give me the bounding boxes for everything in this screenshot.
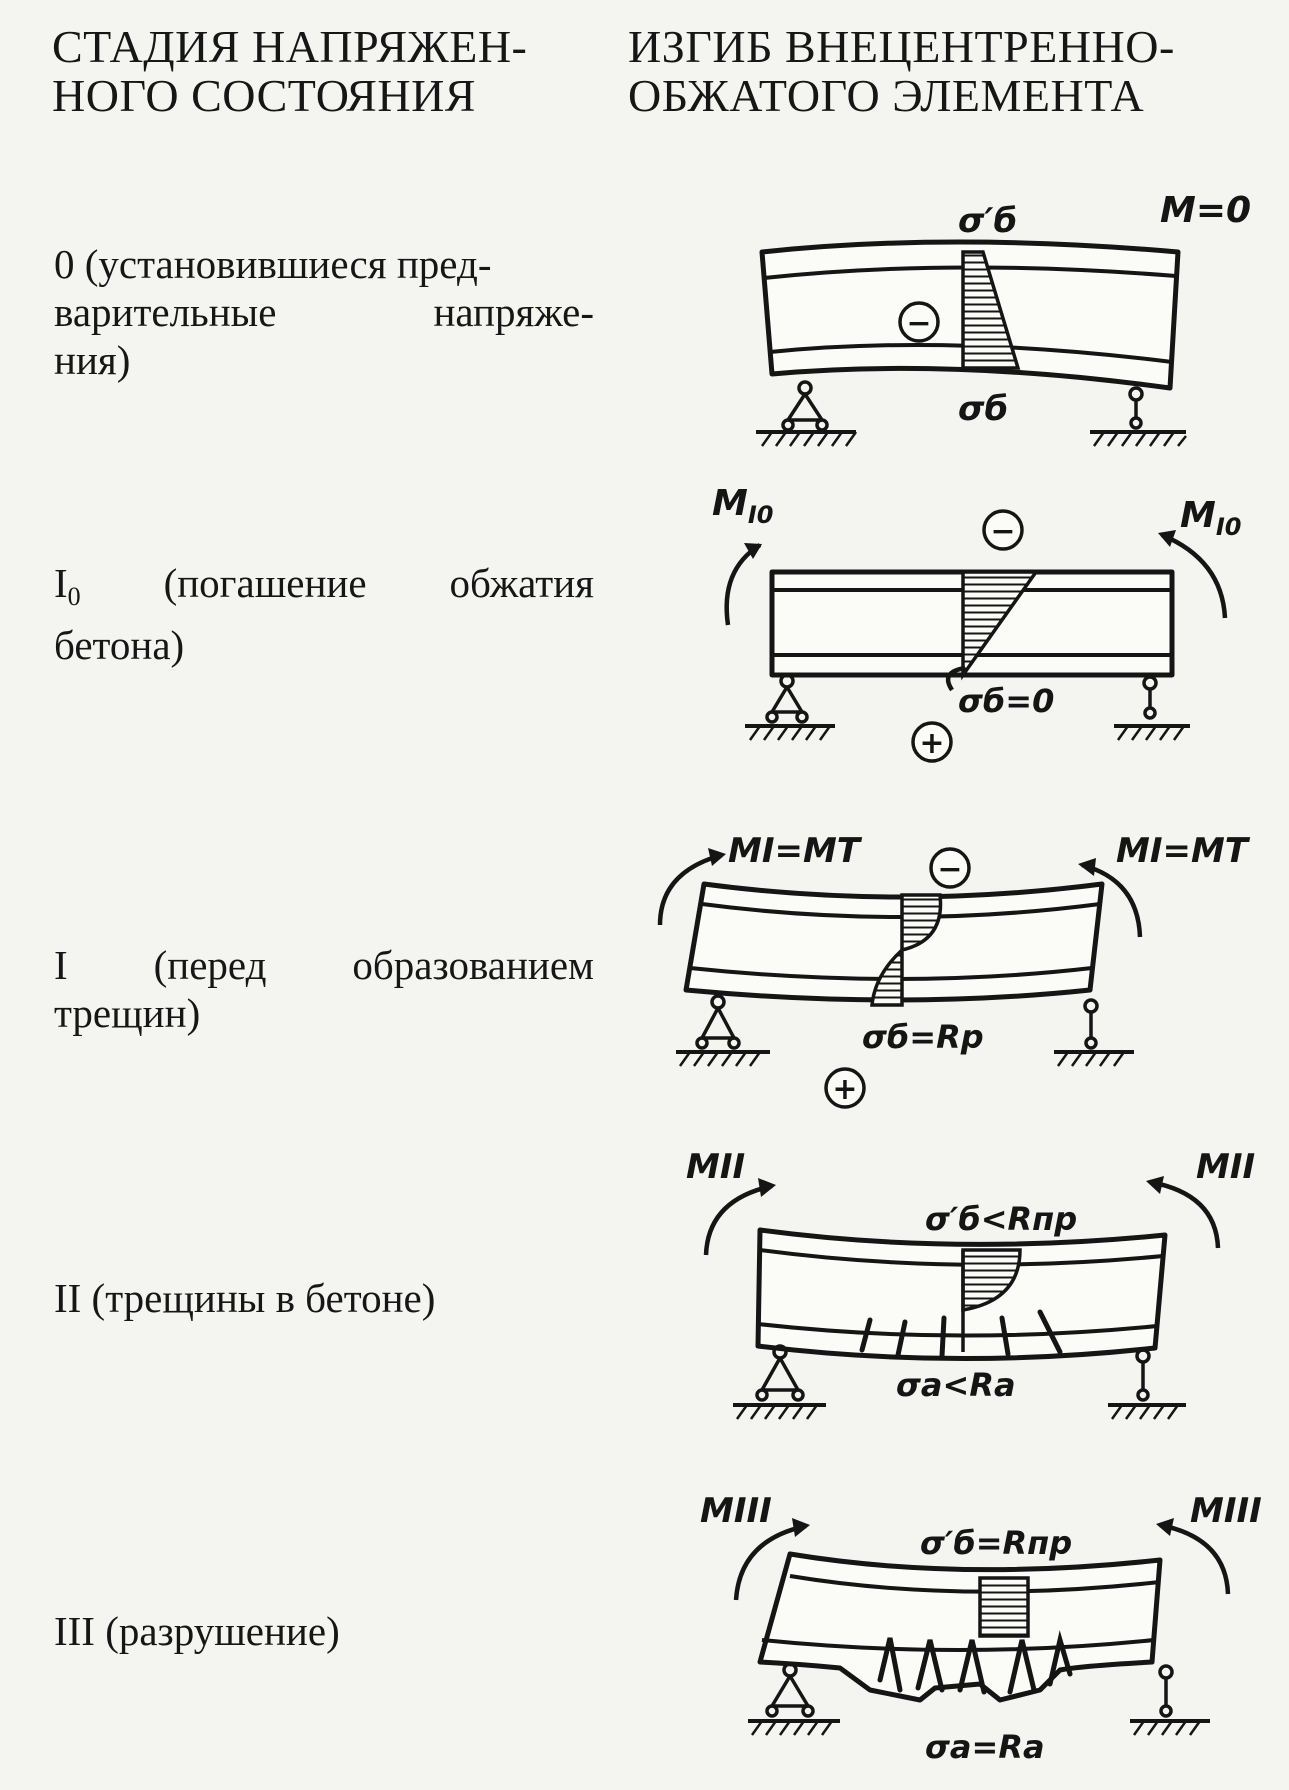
- stage-i-bottom-stress: σб=Rp: [862, 1018, 984, 1056]
- stage-ii-label: II (трещины в бетоне): [54, 1274, 594, 1322]
- stage-i-moment-right: MI=MT: [1116, 831, 1251, 871]
- stage-0-bottom-rebar: [769, 342, 1173, 364]
- stage-0-label-line-1: 0 (установившиеся пред-: [54, 241, 492, 287]
- stage-i-label-line-2: трещин): [54, 990, 201, 1036]
- stage-iii-bottom-stress: σa=Ra: [925, 1728, 1045, 1766]
- stage-0-stress-diagram: [961, 250, 1021, 370]
- stage-i0-numeral: I: [54, 560, 68, 606]
- stage-0-bottom-stress: σб: [958, 389, 1008, 429]
- stage-i0-arrow-right: [1161, 532, 1228, 619]
- stage-i0-stress-diagram: [961, 570, 1040, 681]
- stage-i0-label-line-2: бетона): [54, 622, 185, 668]
- stage-ii-top-stress: σ′б<Rпр: [925, 1200, 1077, 1238]
- stage-iii-moment-left: MIII: [700, 1491, 772, 1531]
- stage-i-moment-left: MI=MT: [728, 831, 863, 871]
- stage-ii-right-support: [1108, 1348, 1186, 1420]
- stage-iii-stress-diagram: [978, 1576, 1030, 1638]
- stage-i-arrow-left: [657, 852, 723, 926]
- stage-0-top-stress: σ′б: [958, 201, 1017, 241]
- stage-i-sign-plus-text: +: [832, 1072, 857, 1107]
- stage-ii-moment-left: MII: [686, 1147, 745, 1187]
- stage-i0-label-text: (погашение обжатия: [80, 560, 594, 606]
- stage-0-sign-minus-text: −: [906, 306, 931, 341]
- stage-ii-cracks: [859, 1309, 1063, 1359]
- stage-iii-label-line-1: III (разрушение): [54, 1608, 340, 1654]
- stage-iii-cracks: [877, 1630, 1073, 1695]
- stage-i0-label-line-1: I0 (погашение обжатия: [54, 559, 594, 621]
- stage-0-top-rebar: [763, 265, 1177, 280]
- stage-0-left-support: [756, 380, 858, 447]
- stage-0-right-support: [1090, 386, 1187, 447]
- stage-0-label-line-3: ния): [54, 337, 131, 383]
- stage-0-moment: M=0: [1160, 190, 1251, 231]
- header-left-line-1: СТАДИЯ НАПРЯЖЕН-: [52, 21, 528, 72]
- stage-i-label: I (перед образованием трещин): [54, 941, 594, 1037]
- stage-i0-moment-left: MI0: [712, 483, 773, 529]
- stage-0-label-line-2: варительные напряже-: [54, 289, 594, 335]
- stage-ii-label-line-1: II (трещины в бетоне): [54, 1275, 436, 1321]
- stage-i0-numeral-sub: 0: [67, 582, 81, 611]
- header-left-line-2: НОГО СОСТОЯНИЯ: [52, 70, 476, 121]
- stage-i0-bottom-stress: σб=0: [958, 682, 1054, 720]
- stage-iii-arrow-left: [733, 1523, 807, 1601]
- stage-i-sign-plus: [824, 1067, 866, 1109]
- stage-i0-sign-plus-text: +: [919, 726, 944, 761]
- stage-i0-arrow-left: [724, 543, 762, 626]
- stage-i0-moment-right: MI0: [1180, 495, 1241, 541]
- stage-iii-diagram: σ′б=Rпр σa=Ra MIII MIII: [700, 1491, 1262, 1766]
- stage-iii-label: III (разрушение): [54, 1607, 594, 1655]
- header-left: СТАДИЯ НАПРЯЖЕН- НОГО СОСТОЯНИЯ: [52, 22, 527, 120]
- stage-ii-diagram: σ′б<Rпр σa<Ra MII MII: [686, 1147, 1255, 1420]
- stage-i0-sign-minus-text: −: [990, 514, 1015, 549]
- stage-iii-bottom-rebar: [761, 1638, 1155, 1652]
- stage-ii-bottom-stress: σa<Ra: [896, 1366, 1016, 1404]
- header-right: ИЗГИБ ВНЕЦЕНТРЕННО- ОБЖАТОГО ЭЛЕМЕНТА: [628, 22, 1175, 120]
- stage-iii-top-rebar: [789, 1574, 1161, 1594]
- stage-iii-top-stress: σ′б=Rпр: [920, 1524, 1072, 1562]
- stage-i0-right-support: [1114, 675, 1190, 741]
- stage-i-sign-minus: [929, 847, 971, 889]
- stage-ii-moment-right: MII: [1196, 1147, 1255, 1187]
- header-right-line-1: ИЗГИБ ВНЕЦЕНТРЕННО-: [628, 21, 1175, 72]
- stage-0-label: 0 (установившиеся пред- варительные напр…: [54, 240, 594, 384]
- stage-ii-stress-diagram: [961, 1248, 1022, 1313]
- stage-iii-right-support: [1130, 1664, 1210, 1736]
- stage-ii-arrow-right: [1149, 1179, 1221, 1249]
- stage-iii-left-support: [748, 1662, 840, 1736]
- stage-i0-left-support: [745, 673, 835, 741]
- stage-ii-top-rebar: [759, 1248, 1164, 1267]
- stage-iii-arrow-right: [1159, 1522, 1231, 1595]
- header-right-line-2: ОБЖАТОГО ЭЛЕМЕНТА: [628, 70, 1145, 121]
- stage-i-label-line-1: I (перед образованием: [54, 942, 594, 988]
- stage-ii-arrow-left: [703, 1183, 773, 1256]
- stage-ii-bottom-rebar: [757, 1322, 1158, 1338]
- stage-iii-moment-right: MIII: [1190, 1491, 1262, 1531]
- stage-i-sign-minus-text: −: [937, 852, 962, 887]
- stage-i0-diagram: − + σб=0 MI0 MI0: [712, 483, 1241, 763]
- stage-0-diagram: − σ′б σб M=0: [756, 190, 1251, 447]
- stage-i0-sign-plus: [911, 721, 953, 763]
- stage-iii-beam: [757, 1551, 1163, 1703]
- stage-i0-label: I0 (погашение обжатия бетона): [54, 559, 594, 669]
- stage-i-diagram: − + σб=Rp MI=MT MI=MT: [657, 831, 1251, 1109]
- stage-i0-stress-pointer: [945, 665, 966, 692]
- stage-i0-sign-minus: [982, 509, 1024, 551]
- stage-0-sign-minus: [898, 301, 940, 343]
- stage-i-right-support: [1054, 998, 1134, 1067]
- stage-ii-left-support: [733, 1344, 826, 1420]
- stage-i-stress-diagram: [870, 893, 943, 1007]
- stage-i-left-support: [676, 994, 770, 1067]
